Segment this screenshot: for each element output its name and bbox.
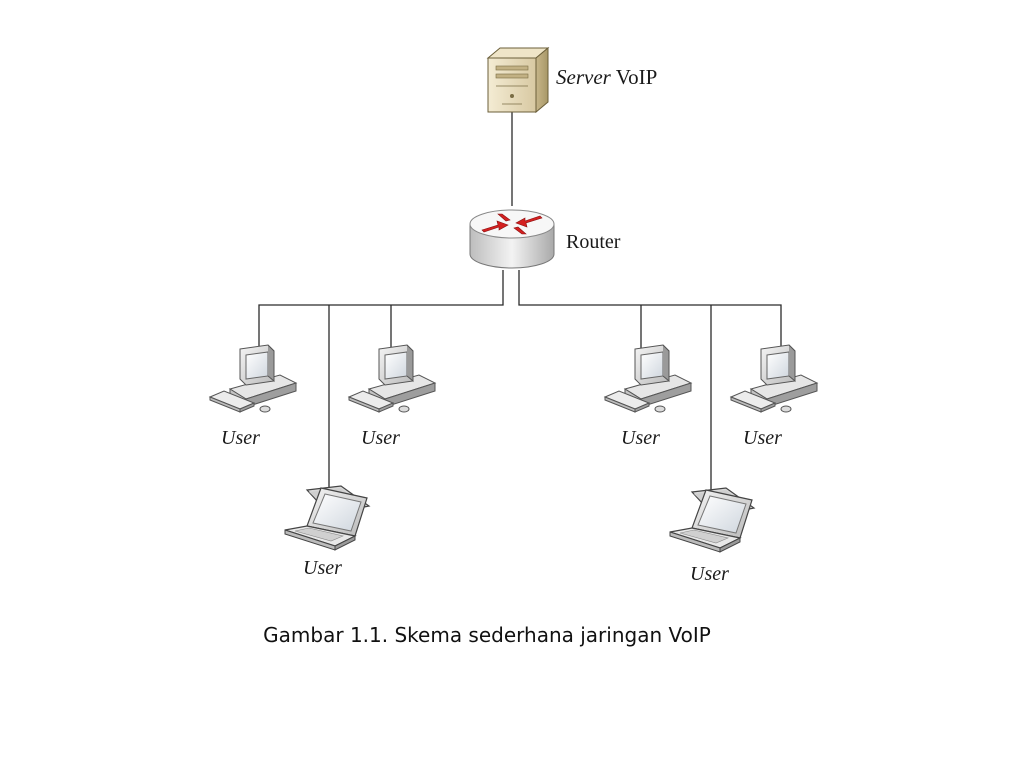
user-label: User [361, 427, 400, 449]
desktop-computer-icon [348, 344, 436, 413]
user-label: User [690, 563, 729, 585]
router-label: Router [566, 231, 621, 253]
left-branch-link [258, 270, 504, 352]
user-label: User [743, 427, 782, 449]
user-label: User [621, 427, 660, 449]
laptop-icon [669, 487, 755, 553]
user-desktop-2: User [348, 344, 436, 449]
desktop-computer-icon [604, 344, 692, 413]
desktop-computer-icon [730, 344, 818, 413]
right-branch-link [518, 270, 782, 352]
router-icon [469, 209, 555, 269]
figure-caption: Gambar 1.1. Skema sederhana jaringan VoI… [0, 623, 1024, 647]
user-laptop-2: User [669, 487, 755, 585]
user-label: User [221, 427, 260, 449]
server-label: Server VoIP [556, 65, 657, 89]
user-laptop-1: User [284, 485, 370, 579]
server-icon [486, 46, 550, 114]
desktop-computer-icon [209, 344, 297, 413]
user-desktop-1: User [209, 344, 297, 449]
user-label: User [303, 557, 342, 579]
caption-text: Gambar 1.1. Skema sederhana jaringan VoI… [263, 623, 711, 647]
connection-lines [258, 110, 782, 492]
user-desktop-3: User [604, 344, 692, 449]
user-desktop-4: User [730, 344, 818, 449]
laptop-icon [284, 485, 370, 551]
